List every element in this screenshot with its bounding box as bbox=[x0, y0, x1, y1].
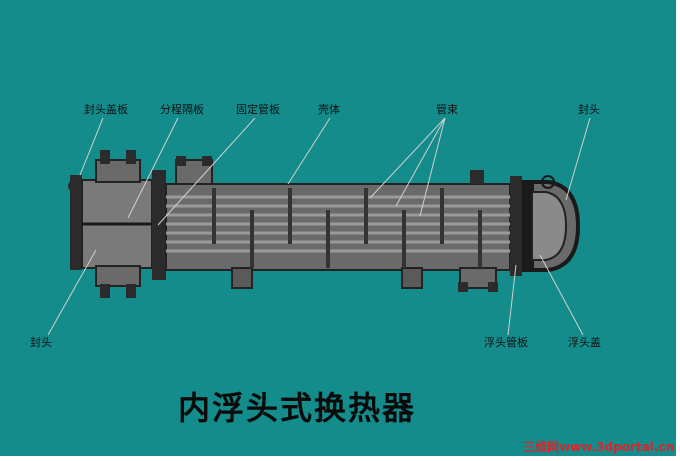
label-floating-tube-sheet: 浮头管板 bbox=[484, 336, 528, 349]
label-fixed-tube-sheet: 固定管板 bbox=[236, 103, 280, 116]
diagram-title: 内浮头式换热器 bbox=[178, 389, 417, 427]
leader-lines bbox=[47, 117, 591, 336]
label-pass-partition: 分程隔板 bbox=[160, 103, 204, 116]
label-head-left: 封头 bbox=[30, 336, 52, 349]
label-shell: 壳体 bbox=[318, 103, 340, 116]
right-head bbox=[510, 175, 581, 276]
baffles bbox=[212, 188, 482, 268]
watermark: 三维网www.3dportal.cn bbox=[523, 440, 674, 454]
label-head-cover-plate: 封头盖板 bbox=[84, 103, 128, 116]
fixed-tube-sheet-shape bbox=[152, 170, 166, 280]
label-floating-head-cover: 浮头盖 bbox=[568, 336, 601, 349]
label-tube-bundle: 管束 bbox=[436, 103, 458, 116]
tube-bundle-shape bbox=[166, 195, 512, 253]
left-channel bbox=[68, 150, 153, 298]
label-head-right: 封头 bbox=[578, 103, 600, 116]
